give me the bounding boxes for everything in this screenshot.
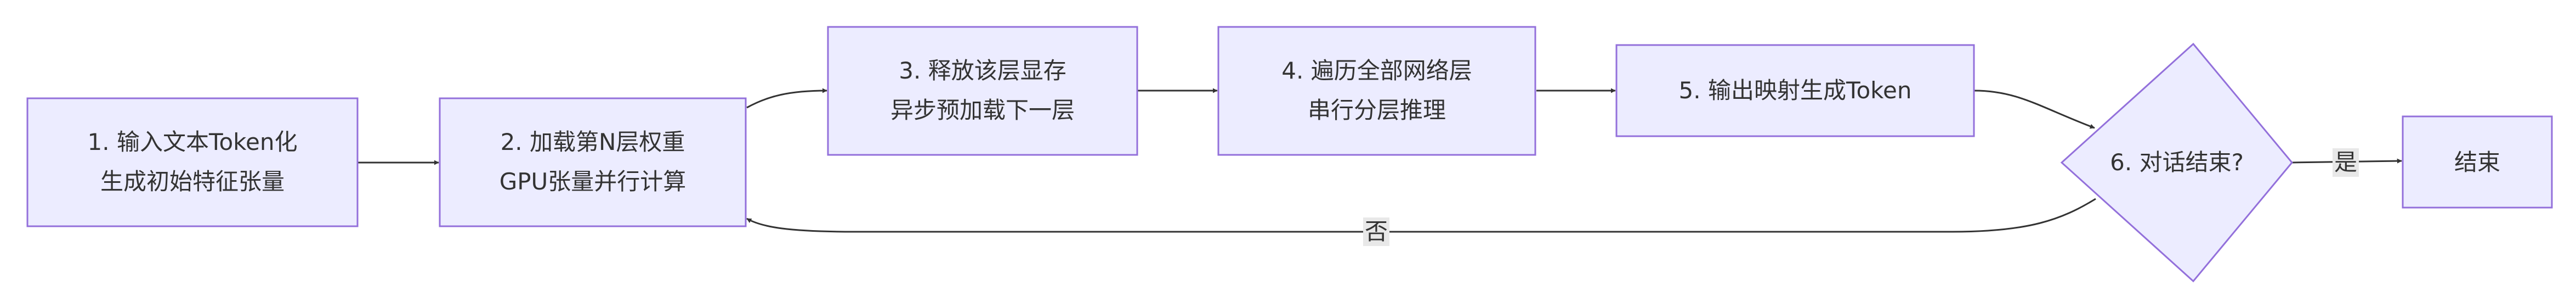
node-3-line2: 异步预加载下一层 <box>890 97 1075 124</box>
edge-2-to-3 <box>746 88 827 109</box>
edge-label-no-text: 否 <box>1365 218 1388 245</box>
node-1: 1. 输入文本Token化 生成初始特征张量 <box>26 97 359 227</box>
node-4-line2: 串行分层推理 <box>1308 97 1446 124</box>
node-3: 3. 释放该层显存 异步预加载下一层 <box>827 26 1138 156</box>
edge-label-no: 否 <box>1363 217 1389 246</box>
node-1-line2: 生成初始特征张量 <box>100 168 285 195</box>
node-7: 结束 <box>2402 115 2553 209</box>
edge-5-to-6 <box>1973 90 2095 129</box>
node-2-line2: GPU张量并行计算 <box>500 168 686 195</box>
node-1-line1: 1. 输入文本Token化 <box>88 129 298 155</box>
node-2-line1: 2. 加载第N层权重 <box>501 129 685 155</box>
node-5: 5. 输出映射生成Token <box>1615 44 1975 137</box>
edge-6-to-2 <box>746 198 2096 233</box>
node-6-decision: 6. 对话结束? <box>2060 42 2293 283</box>
node-4-line1: 4. 遍历全部网络层 <box>1281 57 1472 84</box>
node-7-line1: 结束 <box>2454 149 2500 176</box>
node-3-line1: 3. 释放该层显存 <box>899 57 1066 84</box>
node-5-line1: 5. 输出映射生成Token <box>1679 77 1912 104</box>
edge-label-yes: 是 <box>2333 148 2359 177</box>
node-2: 2. 加载第N层权重 GPU张量并行计算 <box>439 97 747 227</box>
node-6-line1: 6. 对话结束? <box>2110 149 2244 176</box>
node-4: 4. 遍历全部网络层 串行分层推理 <box>1217 26 1536 156</box>
edge-label-yes-text: 是 <box>2334 149 2357 176</box>
